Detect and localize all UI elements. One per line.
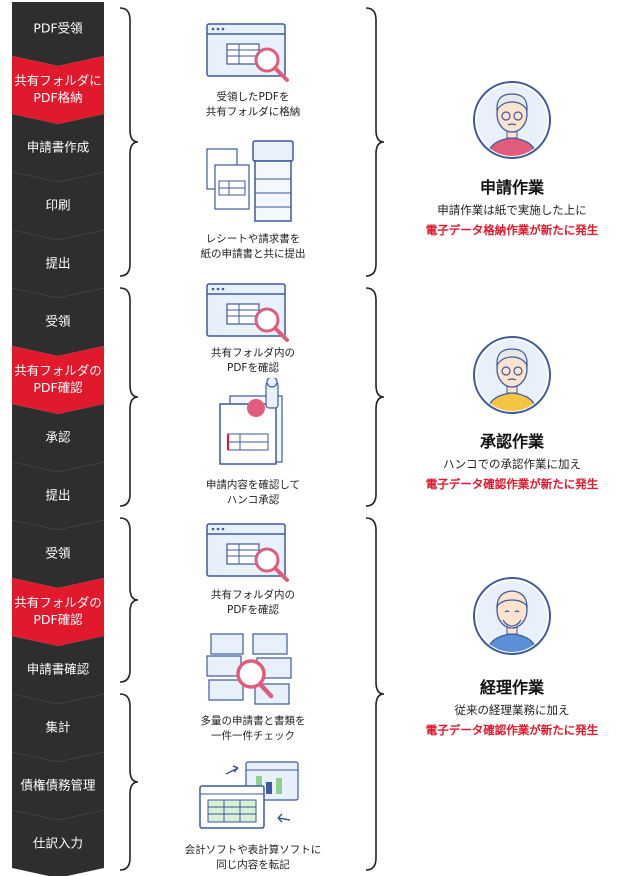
caption-transcribe: 会計ソフトや表計算ソフトに 同じ内容を転記 (184, 844, 322, 871)
caption-check-pdf: 共有フォルダ内の PDFを確認 (211, 589, 295, 616)
step-label: 集計 (45, 720, 70, 735)
step-label: 受領 (45, 546, 71, 561)
step-chevron (12, 172, 104, 240)
step-chevron (12, 56, 104, 124)
caption-check-pdf: 共有フォルダ内の PDFを確認 (211, 347, 295, 374)
step-10: 受領 (12, 520, 104, 588)
role-desc-applicant: 申請作業は紙で実施した上に (437, 203, 587, 217)
step-6: 受領 (12, 288, 104, 356)
role-title-accountant: 経理作業 (479, 678, 544, 697)
role-title-approver: 承認作業 (479, 432, 544, 451)
role-title-applicant: 申請作業 (479, 178, 544, 197)
role-note-applicant: 電子データ格納作業が新たに発生 (425, 223, 599, 237)
brace-approver (365, 287, 385, 507)
caption-submit-paper: レシートや請求書を 紙の申請書と共に提出 (200, 233, 306, 260)
step-15: 仕訳入力 (12, 810, 104, 876)
step-13: 集計 (12, 694, 104, 762)
role-note-approver: 電子データ確認作業が新たに発生 (425, 477, 599, 491)
step-chevron (12, 752, 104, 820)
document-stack-magnifier-icon (206, 633, 292, 705)
brace-accountant (365, 517, 385, 871)
role-desc-approver: ハンコでの承認作業に加え (443, 457, 581, 471)
step-label: 承認 (45, 430, 71, 445)
role-note-accountant: 電子データ確認作業が新たに発生 (425, 723, 599, 737)
step-label: 申請書確認 (27, 662, 90, 677)
step-9: 提出 (12, 462, 104, 530)
step-label: PDF受領 (33, 21, 83, 36)
step-5: 提出 (12, 230, 104, 298)
step-label: 提出 (45, 256, 70, 271)
step-chevron (12, 114, 104, 182)
role-desc-accountant: 従来の経理業務に加え (454, 703, 570, 717)
step-chevron (12, 636, 104, 704)
step-3: 申請書作成 (12, 114, 104, 182)
brace-group-1 (119, 7, 139, 277)
step-label: 共有フォルダに (14, 73, 102, 88)
left-braces (119, 7, 139, 871)
step-chevron (12, 694, 104, 762)
step-chevron (12, 810, 104, 876)
step-label: 申請書作成 (27, 140, 90, 155)
step-label: 共有フォルダの (14, 595, 102, 610)
step-label: 債権債務管理 (20, 778, 96, 793)
browser-magnifier-icon (206, 283, 289, 342)
brace-group-4 (119, 693, 139, 871)
step-label: 共有フォルダの (14, 363, 102, 378)
step-chevron (12, 404, 104, 472)
brace-applicant (365, 7, 385, 277)
step-4: 印刷 (12, 172, 104, 240)
step-label: PDF確認 (33, 380, 83, 395)
browser-magnifier-icon (206, 23, 289, 82)
step-chevron (12, 288, 104, 356)
stamp-document-icon (219, 378, 283, 465)
step-1: PDF受領 (12, 2, 104, 66)
step-2: 共有フォルダに PDF格納 (12, 56, 104, 124)
approver-avatar-icon (473, 336, 551, 414)
caption-store-pdf: 受領したPDFを 共有フォルダに格納 (205, 91, 301, 118)
step-12: 申請書確認 (12, 636, 104, 704)
step-chevron (12, 2, 104, 66)
brace-group-2 (119, 287, 139, 507)
right-braces (365, 7, 385, 871)
caption-stamp-approve: 申請内容を確認して ハンコ承認 (205, 479, 301, 506)
browser-magnifier-icon (206, 523, 289, 582)
step-8: 承認 (12, 404, 104, 472)
step-11: 共有フォルダの PDF確認 (12, 578, 104, 646)
printer-documents-icon (206, 140, 294, 222)
step-14: 債権債務管理 (12, 752, 104, 820)
step-label: PDF格納 (33, 90, 82, 105)
step-7: 共有フォルダの PDF確認 (12, 346, 104, 414)
step-label: 印刷 (45, 198, 70, 213)
spreadsheet-transfer-icon (199, 761, 299, 829)
step-label: 提出 (45, 488, 70, 503)
step-label: 仕訳入力 (33, 836, 83, 851)
step-label: 受領 (45, 314, 71, 329)
step-chevron (12, 462, 104, 530)
accountant-avatar-icon (473, 577, 551, 655)
step-label: PDF確認 (33, 612, 83, 627)
applicant-avatar-icon (473, 81, 551, 159)
step-chevron (12, 520, 104, 588)
brace-group-3 (119, 517, 139, 683)
step-chevron (12, 230, 104, 298)
step-chevron (12, 346, 104, 414)
step-chevron (12, 578, 104, 646)
process-steps-chart: PDF受領共有フォルダにPDF格納申請書作成印刷提出受領共有フォルダのPDF確認… (12, 2, 104, 876)
caption-check-documents: 多量の申請書と書類を 一件一件チェック (200, 715, 306, 742)
